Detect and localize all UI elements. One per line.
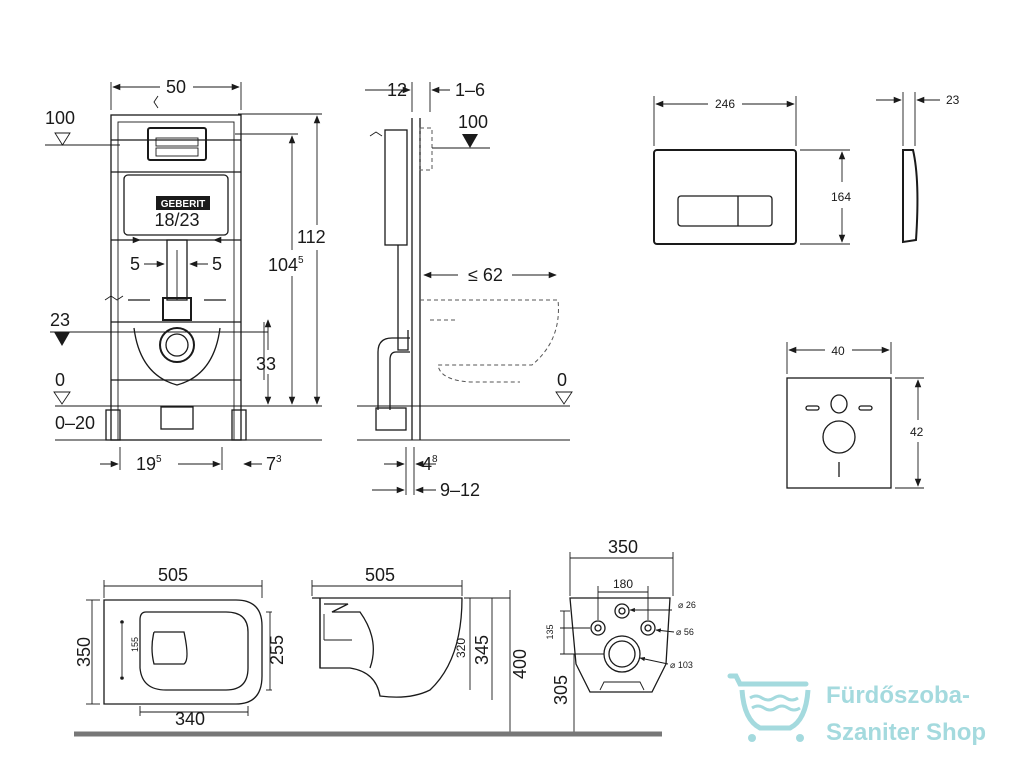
watermark-logo: Fürdőszoba- Szaniter Shop (727, 673, 986, 746)
side-length-label: 505 (365, 565, 395, 585)
insulation-pad (786, 377, 892, 489)
bowl-back-view (569, 597, 671, 693)
dia-large-label: ⌀ 103 (670, 660, 693, 670)
dia-mid-label: ⌀ 56 (676, 627, 694, 637)
pipe-spacing-label: 18/23 (154, 210, 199, 230)
pad-width-label: 40 (831, 344, 845, 358)
side-flush-level-label: 100 (458, 112, 488, 132)
insulation-pad-dimensions: 40 42 (786, 342, 924, 489)
top-hole-spacing-label: 155 (130, 637, 140, 652)
back-height-a-label: 135 (545, 624, 555, 639)
foot-a-label: 195 (136, 454, 162, 474)
dia-small-label: ⌀ 26 (678, 600, 696, 610)
watermark-line1: Fürdőszoba- (826, 682, 970, 709)
drain-height-label: 33 (256, 354, 276, 374)
side-height-a-label: 320 (454, 638, 468, 658)
back-height-b-label: 305 (551, 675, 571, 705)
frame-side-dimensions: 12 1–6 100 ≤ 62 0 48 9–12 (365, 80, 573, 500)
top-width-label: 350 (74, 637, 94, 667)
floor-range-label: 0–20 (55, 413, 95, 433)
side-height-b-label: 345 (472, 635, 492, 665)
frame-side-view (357, 118, 570, 441)
back-width-label: 350 (608, 537, 638, 557)
frame-front-dimensions: 50 100 112 1045 18/23 5 5 23 33 0 (45, 77, 326, 474)
bathtub-icon (727, 673, 811, 742)
bowl-depth-label: ≤ 62 (468, 265, 503, 285)
top-bottom-length-label: 340 (175, 709, 205, 729)
total-height-label: 112 (297, 227, 326, 247)
side-floor-level-label: 0 (557, 370, 567, 390)
flush-thickness-label: 23 (946, 93, 960, 107)
top-length-label: 505 (158, 565, 188, 585)
floor-level-label: 0 (55, 370, 65, 390)
flush-level-label: 100 (45, 108, 75, 128)
frame-front-view: GEBERIT (55, 95, 322, 441)
height-104-label: 1045 (268, 255, 304, 275)
foot-b-label: 73 (266, 454, 282, 474)
side-top-a-label: 12 (387, 80, 407, 100)
drain-level-label: 23 (50, 310, 70, 330)
side-height-c-label: 400 (510, 649, 530, 679)
flush-plate-dimensions: 246 164 23 (653, 92, 960, 245)
flush-plate (653, 149, 919, 245)
watermark-line2: Szaniter Shop (826, 719, 986, 746)
bowl-top-dimensions: 505 350 255 340 (74, 565, 287, 729)
frame-width-label: 50 (166, 77, 186, 97)
flush-height-label: 164 (831, 190, 851, 204)
side-top-b-label: 1–6 (455, 80, 485, 100)
top-inner-width-label: 255 (267, 635, 287, 665)
flush-width-label: 246 (715, 97, 735, 111)
bowl-back-dimensions: 350 180 ⌀ 26 ⌀ 56 ⌀ 103 135 305 (545, 537, 696, 734)
pipe-offset-right-label: 5 (212, 254, 222, 274)
bowl-side-dimensions: 505 320 345 400 (311, 565, 530, 734)
bowl-side-view (312, 597, 463, 698)
side-foot-a-label: 48 (422, 454, 438, 474)
brand-label: GEBERIT (161, 199, 205, 210)
pipe-offset-left-label: 5 (130, 254, 140, 274)
bowl-top-view: 155 (103, 599, 263, 705)
side-foot-b-label: 9–12 (440, 480, 480, 500)
pad-height-label: 42 (910, 425, 924, 439)
back-hole-spacing-label: 180 (613, 577, 633, 591)
